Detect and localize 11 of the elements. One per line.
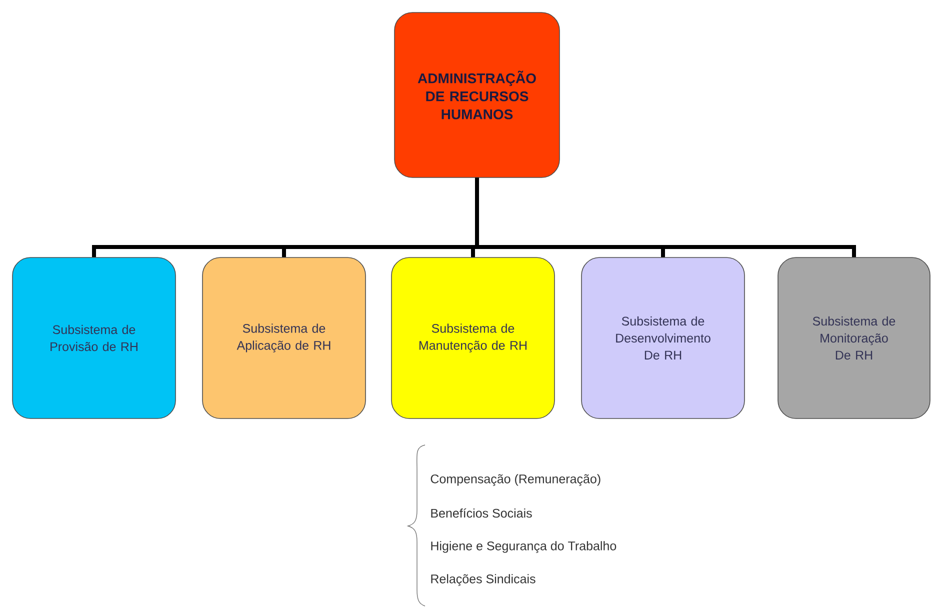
subsystem-box: Subsistema de Monitoração De RH <box>778 257 930 419</box>
subsystem-box: Subsistema de Desenvolvimento De RH <box>581 257 745 419</box>
subsystem-box: Subsistema de Aplicação de RH <box>202 257 366 419</box>
list-item: Compensação (Remuneração) <box>430 474 600 486</box>
subsystem-box: Subsistema de Manutenção de RH <box>391 257 555 419</box>
list-item: Relações Sindicais <box>431 574 536 586</box>
list-item: Benefícios Sociais <box>431 508 532 518</box>
subsystem-box: Subsistema de Provisão de RH <box>12 257 176 419</box>
connector-line <box>475 178 856 258</box>
root-box: ADMINISTRAÇÃO DE RECURSOS HUMANOS <box>394 12 560 178</box>
list-item: Higiene e Segurança do Trabalho <box>431 541 616 553</box>
